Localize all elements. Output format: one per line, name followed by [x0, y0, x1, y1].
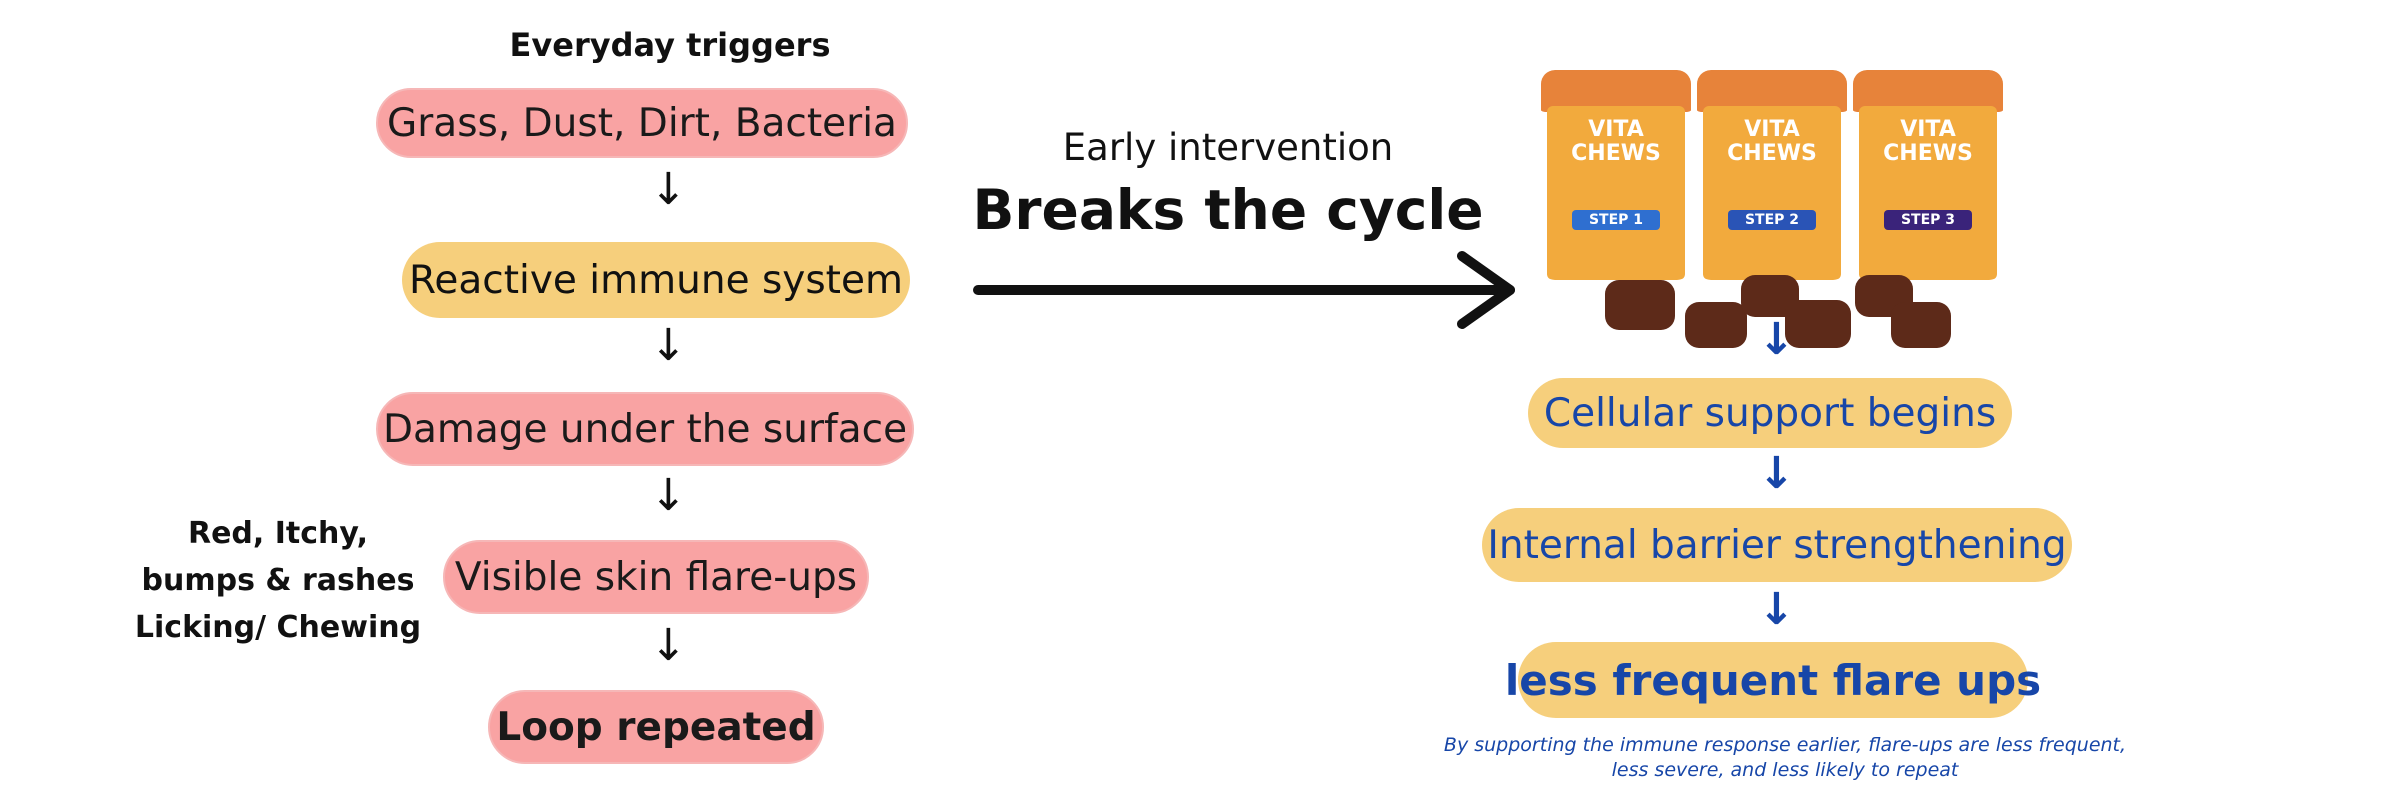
- down-arrow-icon: ↓: [650, 320, 687, 371]
- product-jar: VITA CHEWS STEP 1: [1541, 70, 1691, 280]
- benefit-step: Cellular support begins: [1528, 378, 2012, 448]
- step-badge: STEP 1: [1572, 210, 1660, 230]
- product-brand: VITA CHEWS: [1571, 117, 1661, 166]
- down-arrow-icon: ↓: [1758, 584, 1795, 635]
- right-arrow-icon: [973, 251, 1515, 329]
- symptom-note: Red, Itchy, bumps & rashes Licking/ Chew…: [118, 510, 438, 651]
- product-jar: VITA CHEWS STEP 2: [1697, 70, 1847, 280]
- triggers-header: Everyday triggers: [509, 26, 831, 64]
- chew-treat: [1605, 280, 1675, 330]
- benefit-step: Internal barrier strengthening: [1482, 508, 2072, 582]
- step-badge: STEP 2: [1728, 210, 1816, 230]
- center-subtitle: Early intervention: [1062, 126, 1394, 169]
- down-arrow-icon: ↓: [1758, 314, 1795, 365]
- down-arrow-icon: ↓: [1758, 448, 1795, 499]
- damage-step: Damage under the surface: [376, 392, 914, 466]
- symptom-line: Licking/ Chewing: [134, 610, 422, 645]
- immune-step: Reactive immune system: [402, 242, 910, 318]
- down-arrow-icon: ↓: [650, 470, 687, 521]
- down-arrow-icon: ↓: [650, 164, 687, 215]
- product-brand: VITA CHEWS: [1727, 117, 1817, 166]
- footnote: By supporting the immune response earlie…: [1443, 734, 2127, 781]
- product-jar: VITA CHEWS STEP 3: [1853, 70, 2003, 280]
- down-arrow-icon: ↓: [650, 620, 687, 671]
- chew-treat: [1685, 302, 1747, 348]
- step-badge: STEP 3: [1884, 210, 1972, 230]
- center-title: Breaks the cycle: [972, 178, 1484, 242]
- symptom-line: Red, Itchy,: [187, 516, 369, 551]
- outcome-step: less frequent flare ups: [1505, 642, 2041, 718]
- product-brand: VITA CHEWS: [1883, 117, 1973, 166]
- chew-treat: [1891, 302, 1951, 348]
- chew-treat: [1785, 300, 1851, 348]
- loop-step: Loop repeated: [488, 690, 824, 764]
- trigger-step: Grass, Dust, Dirt, Bacteria: [376, 88, 908, 158]
- symptom-line: bumps & rashes: [141, 563, 415, 598]
- flareup-step: Visible skin flare-ups: [443, 540, 869, 614]
- product-image: VITA CHEWS STEP 1 VITA CHEWS STEP 2 VITA…: [1535, 70, 2005, 370]
